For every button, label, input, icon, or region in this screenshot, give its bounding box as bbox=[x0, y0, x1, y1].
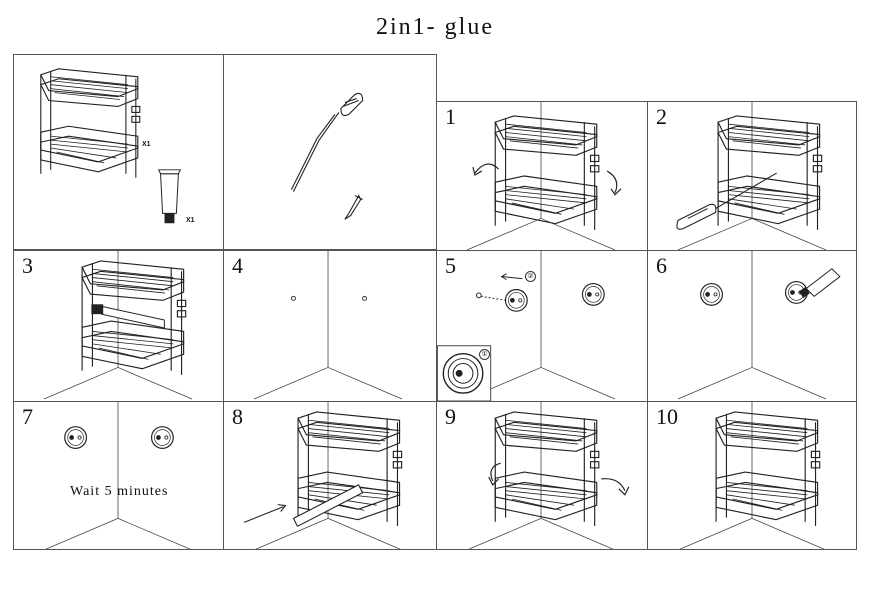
contents-cell-tools bbox=[223, 54, 437, 250]
step-8-illustration bbox=[243, 402, 403, 549]
step-1-number: 1 bbox=[445, 104, 456, 129]
step-2-number: 2 bbox=[656, 104, 667, 129]
rack-quantity: X1 bbox=[142, 141, 151, 148]
step-5-illustration bbox=[437, 251, 616, 401]
step-9-cell: 9 bbox=[436, 401, 648, 550]
step-6-number: 6 bbox=[656, 253, 667, 278]
step-4-cell: 4 bbox=[223, 250, 437, 402]
page-title: 2in1- glue bbox=[376, 14, 494, 40]
step-10-illustration bbox=[677, 402, 827, 549]
step-5-badge-2: ② bbox=[525, 271, 536, 282]
step-1-illustration bbox=[466, 102, 622, 250]
step-3-number: 3 bbox=[22, 253, 33, 278]
step-6-cell: 6 bbox=[647, 250, 857, 402]
step-8-cell: 8 bbox=[223, 401, 437, 550]
step-7-cell: 7 Wait 5 minutes bbox=[13, 401, 224, 550]
step-2-cell: 2 bbox=[647, 101, 857, 251]
screwdriver-and-pen-illustration bbox=[290, 92, 364, 220]
step-8-number: 8 bbox=[232, 404, 243, 429]
step-3-illustration bbox=[43, 251, 193, 400]
step-4-illustration bbox=[253, 251, 403, 400]
contents-cell-rack: X1 X1 bbox=[13, 54, 224, 250]
step-2-illustration bbox=[676, 102, 827, 250]
step-4-number: 4 bbox=[232, 253, 243, 278]
step-10-cell: 10 bbox=[647, 401, 857, 550]
glue-quantity: X1 bbox=[186, 217, 195, 224]
step-5-number: 5 bbox=[445, 253, 456, 278]
step-3-cell: 3 bbox=[13, 250, 224, 402]
step-9-number: 9 bbox=[445, 404, 456, 429]
step-7-number: 7 bbox=[22, 404, 33, 429]
step-5-badge-1: ① bbox=[479, 349, 490, 360]
step-6-illustration bbox=[677, 251, 841, 400]
step-5-cell: 5 ② ① bbox=[436, 250, 648, 402]
wait-note: Wait 5 minutes bbox=[70, 484, 169, 499]
step-9-illustration bbox=[466, 402, 630, 549]
step-10-number: 10 bbox=[656, 404, 678, 429]
step-7-illustration bbox=[43, 402, 193, 549]
step-1-cell: 1 bbox=[436, 101, 648, 251]
